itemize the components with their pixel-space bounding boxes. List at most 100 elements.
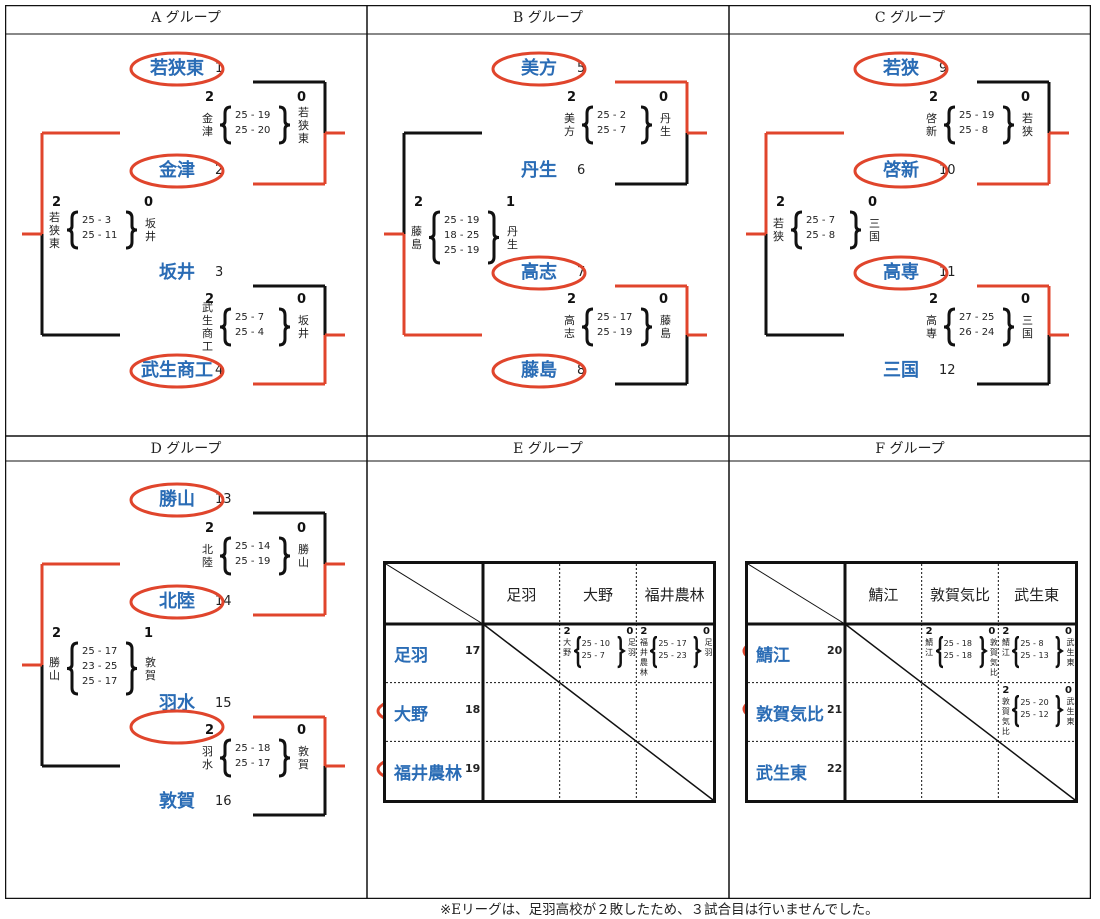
group-d-m1-right-brace: [278, 536, 291, 576]
group-b-m2-left-name: 高志: [564, 314, 575, 340]
group-b-final-right-name: 丹生: [507, 224, 518, 251]
group-a-m2-braces: [219, 307, 291, 347]
group-a-m1-right-brace: [278, 105, 291, 145]
group-e-col-header: 福井農林: [644, 586, 705, 604]
group-c-bracket-lines: [746, 80, 1069, 386]
winner-oval-c1: [853, 51, 949, 87]
group-d-final-left-name: 勝山: [49, 655, 60, 682]
group-b-m2-left-score: 2: [567, 292, 577, 307]
group-b-team: 高志: [521, 262, 557, 283]
group-b-bracket-lines: [384, 80, 707, 386]
group-e-cell-set: 25 - 17: [658, 639, 687, 648]
group-b-m2-braces: [581, 307, 653, 347]
group-f-table-grid: [748, 564, 1075, 800]
group-b-team-number: 8: [577, 363, 586, 378]
group-c-m1-braces: [943, 105, 1015, 145]
group-f-row-team: 武生東: [756, 763, 807, 784]
group-a-final-right-score: 0: [144, 195, 154, 210]
group-f-cell-set: 25 - 18: [943, 639, 972, 648]
group-a-final-set-score: 25 - 3: [82, 215, 112, 226]
group-f-header: F グループ: [875, 441, 945, 457]
group-f-cell-right-name: 敦賀気比: [989, 638, 998, 677]
group-b-m2-set-score: 25 - 17: [597, 312, 633, 323]
winner-oval-d1: [129, 482, 225, 518]
group-e-cell-right-name: 足羽: [704, 638, 713, 657]
group-e-cell-left-name: 大野: [563, 638, 572, 657]
group-d-m2-left-score: 2: [205, 723, 215, 738]
group-f-cell-set: 25 - 8: [1020, 639, 1044, 648]
group-b-m2-right-name: 藤島: [660, 314, 671, 340]
group-a-final-left-name: 若狭東: [49, 210, 60, 250]
group-a-m1-right-score: 0: [297, 90, 307, 105]
group-b-m1-left-brace: [581, 105, 594, 145]
winner-oval-d3: [129, 709, 225, 745]
group-c-m2-set-score: 27 - 25: [959, 312, 995, 323]
group-c-m1-set-score: 25 - 19: [959, 110, 995, 121]
group-c-header: C グループ: [874, 10, 946, 26]
group-b-team: 丹生: [521, 160, 557, 181]
winner-oval-a1: [129, 51, 225, 87]
group-f-col-header: 武生東: [1014, 586, 1060, 604]
winner-oval-a4: [129, 353, 225, 389]
group-a-final-right-name: 坂井: [145, 217, 156, 243]
group-e-cell-right-score: 0: [626, 626, 634, 637]
group-b-final-set-score: 25 - 19: [444, 245, 480, 256]
group-e-cell-set: 25 - 23: [658, 651, 687, 660]
group-f-cell-set: 25 - 20: [1020, 697, 1049, 707]
group-b-final-braces: [428, 210, 500, 265]
group-c-m1-set-score: 25 - 8: [959, 125, 989, 136]
group-a-final-braces: [66, 210, 138, 250]
group-c-final-right-name: 三国: [869, 217, 880, 243]
group-b-team-number: 7: [577, 265, 586, 280]
group-a-m2-left-name: 武生商工: [202, 301, 213, 353]
group-d-m1-braces: [219, 536, 291, 576]
group-d-team: 勝山: [159, 489, 195, 510]
group-d-final-set-score: 25 - 17: [82, 646, 118, 657]
group-d-final-right-score: 1: [144, 626, 154, 641]
group-d-team-number: 16: [215, 794, 232, 809]
group-d-m1-right-name: 勝山: [298, 543, 309, 569]
group-a-m1-left-brace: [219, 105, 232, 145]
group-e-cell-braces: [650, 636, 703, 669]
group-c-team-number: 9: [939, 61, 948, 76]
group-b-final-set-score: 25 - 19: [444, 215, 480, 226]
group-a-m2-right-score: 0: [297, 292, 307, 307]
group-c-final-set-score: 25 - 7: [806, 215, 836, 226]
group-e-row-team: 福井農林: [394, 763, 462, 784]
group-c-final-right-score: 0: [868, 195, 878, 210]
group-d-m2-left-name: 羽水: [202, 745, 213, 771]
group-f-row-number: 21: [827, 703, 843, 716]
group-f-cell-left-score: 2: [1002, 626, 1010, 637]
group-a-m1-left-score: 2: [205, 90, 215, 105]
group-f-col-header: 鯖江: [868, 586, 899, 604]
group-c-m1-right-brace: [1002, 105, 1015, 145]
group-d-m2-right-name: 敦賀: [298, 745, 309, 771]
group-d-final-set-score: 23 - 25: [82, 661, 118, 672]
winner-oval-c3: [853, 255, 949, 291]
group-f-cell-set: 25 - 18: [943, 651, 972, 660]
group-b-m2-right-score: 0: [659, 292, 669, 307]
group-c-team: 高専: [883, 262, 919, 283]
group-d-header: D グループ: [150, 441, 222, 457]
group-e-cell-right-name: 足羽: [627, 638, 636, 657]
winner-oval-c2: [853, 153, 949, 189]
group-b-m2-right-brace: [640, 307, 653, 347]
group-c-m2-braces: [943, 307, 1015, 347]
group-c-final-left-brace: [790, 210, 803, 250]
group-f-cell-left-score: 2: [1002, 684, 1010, 696]
group-f-cell-right-score: 0: [988, 626, 996, 637]
group-a-bracket-lines: [22, 80, 345, 386]
group-a-header: A グループ: [151, 10, 221, 26]
group-b-m1-right-name: 丹生: [660, 112, 671, 138]
group-c-m2-left-score: 2: [929, 292, 939, 307]
group-a-m1-right-name: 若狭東: [298, 105, 309, 145]
group-c-final-braces: [790, 210, 862, 250]
group-c-team: 啓新: [883, 160, 919, 181]
group-b-m1-set-score: 25 - 7: [597, 125, 627, 136]
group-f-row-team: 敦賀気比: [756, 705, 824, 725]
group-e-cell-braces: [573, 636, 626, 669]
group-f-cell-left-name: 敦賀気比: [1001, 696, 1010, 736]
group-d-bracket-lines: [22, 511, 345, 817]
group-c-m2-left-name: 高専: [926, 314, 937, 340]
